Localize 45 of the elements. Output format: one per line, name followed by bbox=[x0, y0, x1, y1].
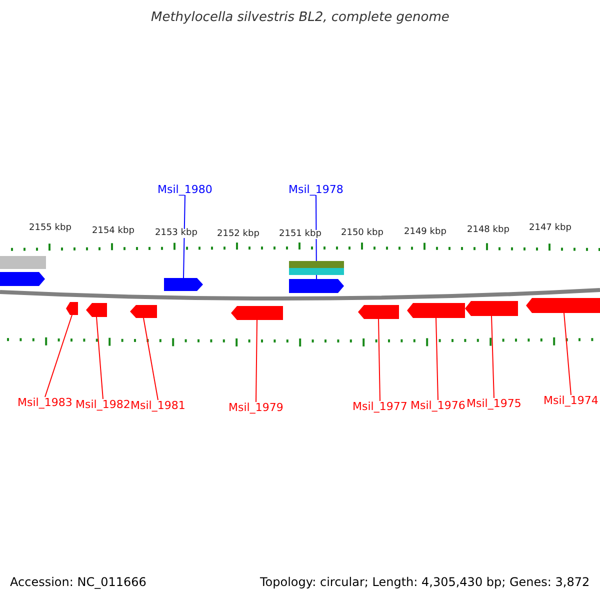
gene-feature bbox=[130, 305, 157, 318]
gene-feature bbox=[0, 256, 46, 269]
scale-label: 2155 kbp bbox=[29, 224, 72, 233]
gene-label: Msil_1980 bbox=[158, 184, 212, 195]
leader-line bbox=[564, 312, 572, 396]
scale-label: 2151 kbp bbox=[279, 230, 322, 239]
leader-line bbox=[44, 314, 72, 398]
gene-feature bbox=[66, 302, 78, 315]
gene-feature bbox=[289, 268, 344, 275]
scale-label: 2154 kbp bbox=[92, 227, 134, 236]
leader-line bbox=[256, 320, 258, 402]
scale-label: 2149 kbp bbox=[404, 228, 446, 237]
gene-label: Msil_1982 bbox=[76, 399, 130, 410]
gene-feature bbox=[358, 305, 399, 319]
gene-label: Msil_1983 bbox=[18, 397, 72, 408]
gene-label: Msil_1977 bbox=[352, 401, 408, 412]
leader-line bbox=[143, 318, 158, 400]
scale-label: 2150 kbp bbox=[341, 229, 384, 238]
leader-line bbox=[436, 318, 438, 400]
footer-text: Accession: NC_011666 bbox=[10, 576, 146, 588]
scale-label: 2153 kbp bbox=[155, 229, 198, 238]
leader-line bbox=[378, 318, 380, 402]
scale-label: 2147 kbp bbox=[529, 224, 572, 233]
leader-line bbox=[96, 316, 104, 400]
gene-feature bbox=[289, 261, 344, 268]
gene-label: Msil_1974 bbox=[544, 395, 598, 406]
leader-line bbox=[491, 316, 494, 398]
scale-label: 2152 kbp bbox=[217, 230, 260, 239]
gene-label: Msil_1981 bbox=[130, 400, 186, 411]
footer-text: Topology: circular; Length: 4,305,430 bp; Genes: 3,872 bbox=[260, 576, 590, 588]
gene-label: Msil_1975 bbox=[466, 398, 522, 409]
title: Methylocella silvestris BL2, complete genome bbox=[151, 11, 450, 24]
leader-line bbox=[183, 194, 186, 278]
gene-feature bbox=[231, 306, 283, 320]
gene-label: Msil_1978 bbox=[288, 184, 344, 195]
gene-feature bbox=[526, 298, 600, 313]
gene-feature bbox=[0, 272, 45, 286]
scale-label: 2148 kbp bbox=[467, 226, 510, 235]
gene-feature bbox=[289, 279, 344, 293]
gene-label: Msil_1976 bbox=[410, 400, 466, 411]
gene-feature bbox=[164, 278, 203, 291]
gene-feature bbox=[465, 301, 518, 316]
gene-feature bbox=[86, 303, 107, 317]
gene-feature bbox=[407, 303, 465, 318]
gene-label: Msil_1979 bbox=[228, 402, 284, 413]
